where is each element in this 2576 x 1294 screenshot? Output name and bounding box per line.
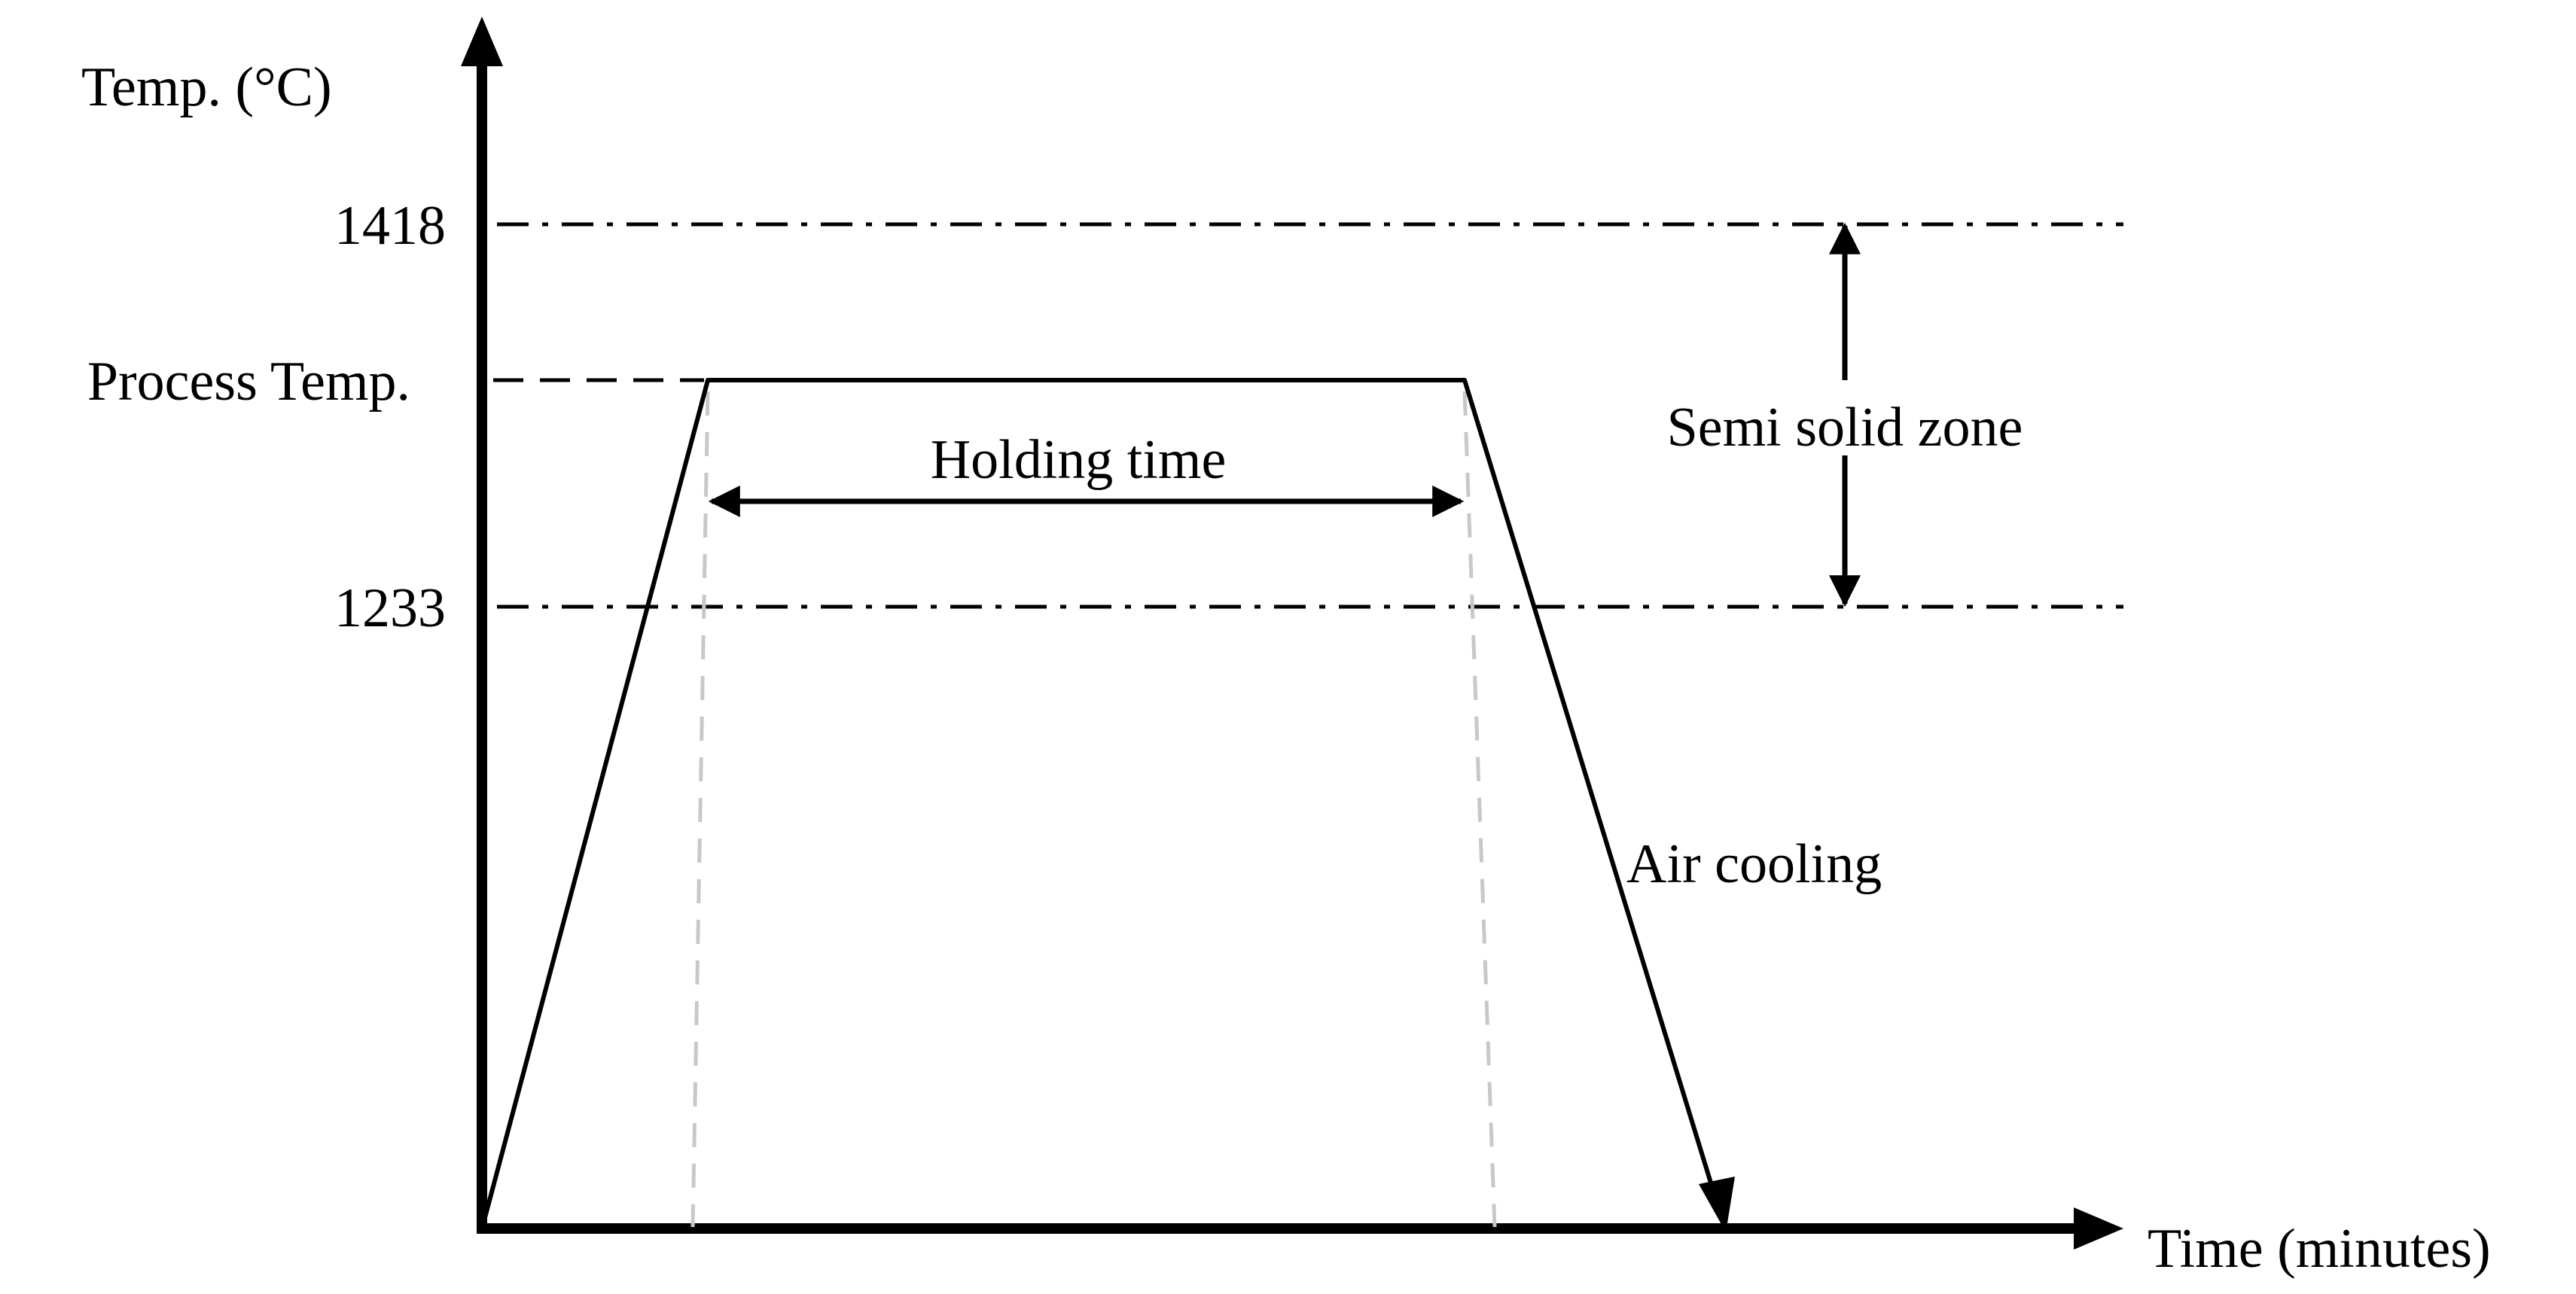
semi-solid-zone-label: Semi solid zone [1667,397,2023,458]
lower-tick-label: 1233 [334,577,446,639]
temperature-profile [481,378,1727,1228]
hold-end-guide [1462,391,1497,1228]
process-tick-label: Process Temp. [87,351,410,413]
y-axis-arrowhead [461,17,503,66]
air-cooling-label: Air cooling [1626,833,1882,895]
x-axis-label: Time (minutes) [2148,1218,2491,1280]
cooling-arrowhead [1699,1177,1735,1232]
y-axis-label: Temp. (°C) [81,56,332,118]
upper-tick-label: 1418 [334,195,446,257]
hold-start-guide [690,391,710,1228]
x-axis-arrowhead [2074,1207,2123,1250]
holding-time-label: Holding time [931,429,1227,491]
